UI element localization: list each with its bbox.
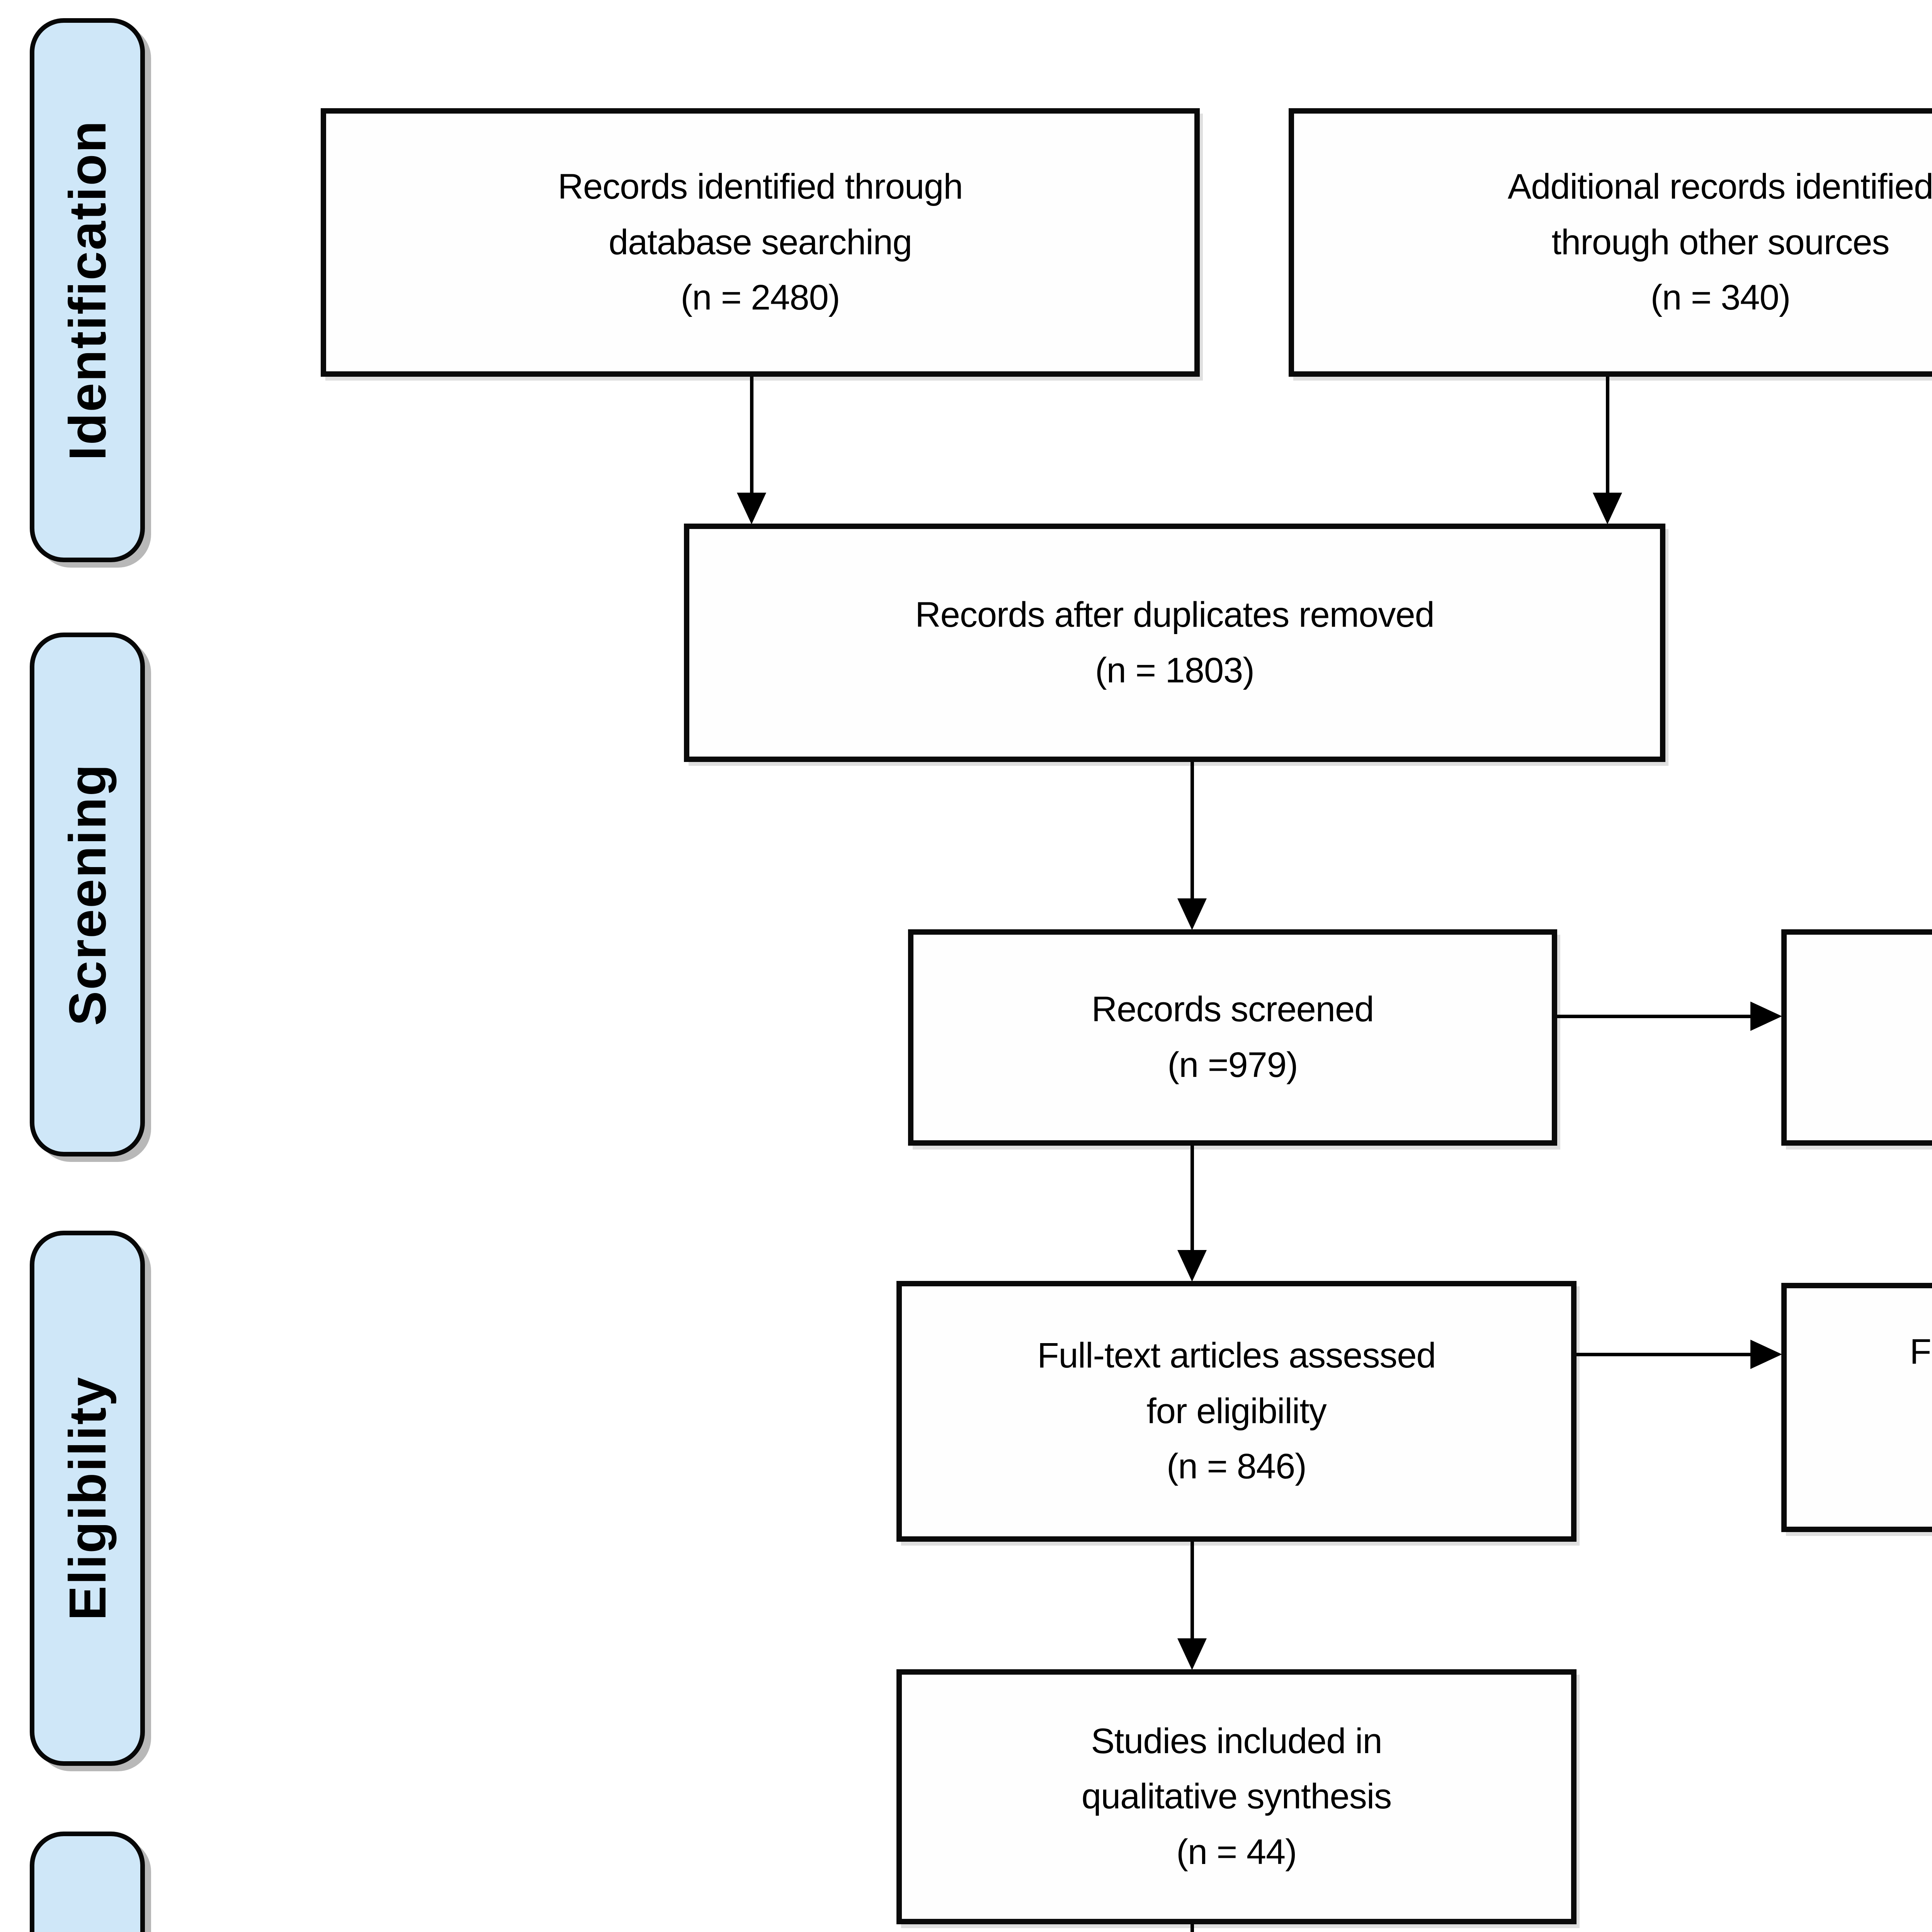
connector-qualitative-to-quantitative-line xyxy=(1190,1924,1194,1932)
stage-pill-screening: Screening xyxy=(30,633,145,1156)
box-fulltext-assessed: Full-text articles assessed for eligibil… xyxy=(896,1281,1577,1542)
box-text-line: qualitative synthesis xyxy=(1081,1777,1392,1816)
box-text-line: database searching xyxy=(608,222,912,262)
box-count: (n =979) xyxy=(1167,1045,1298,1085)
box-count: (n = 2480) xyxy=(680,278,840,318)
arrowhead-down-icon xyxy=(1177,1638,1207,1670)
arrowhead-down-icon xyxy=(1177,898,1207,930)
connector-screened-to-fulltext-line xyxy=(1190,1146,1194,1251)
stage-label-screening: Screening xyxy=(58,763,117,1026)
connector-duplicates-to-screened-line xyxy=(1190,762,1194,899)
arrowhead-down-icon xyxy=(737,493,766,524)
box-text-line: for eligibility xyxy=(1146,1391,1327,1431)
stage-pill-identification: Identification xyxy=(30,18,145,562)
box-fulltext-excluded: Full-text articles excluded, with reason… xyxy=(1781,1283,1932,1532)
connector-db-to-duplicates-line xyxy=(750,377,753,493)
arrowhead-down-icon xyxy=(1593,493,1622,524)
box-count: (n = 1803) xyxy=(1095,650,1255,690)
stage-label-eligibility: Eligibility xyxy=(58,1376,117,1621)
connector-other-to-duplicates-line xyxy=(1606,377,1609,493)
arrowhead-right-icon xyxy=(1750,1002,1782,1031)
connector-fulltext-to-ftexcluded-line xyxy=(1577,1353,1751,1356)
box-qualitative-synthesis: Studies included in qualitative synthesi… xyxy=(896,1669,1577,1924)
box-text-line: Full-text articles excluded, xyxy=(1910,1332,1932,1372)
box-count: (n = 340) xyxy=(1650,278,1791,318)
box-text-line: through other sources xyxy=(1551,222,1890,262)
arrowhead-right-icon xyxy=(1750,1340,1782,1369)
stage-pill-eligibility: Eligibility xyxy=(30,1231,145,1766)
connector-fulltext-to-qualitative-line xyxy=(1190,1542,1194,1639)
box-count: (n = 44) xyxy=(1176,1832,1297,1872)
box-text-line: Records screened xyxy=(1091,990,1374,1029)
box-text-line: Additional records identified xyxy=(1507,167,1932,207)
box-records-after-duplicates-removed: Records after duplicates removed (n = 18… xyxy=(684,524,1665,762)
box-text-line: Studies included in xyxy=(1091,1721,1382,1761)
box-records-screened: Records screened (n =979) xyxy=(908,929,1557,1146)
arrowhead-down-icon xyxy=(1177,1250,1207,1282)
stage-label-identification: Identification xyxy=(58,120,117,461)
box-additional-records-other-sources: Additional records identified through ot… xyxy=(1289,108,1932,377)
box-text-line: Records after duplicates removed xyxy=(915,595,1435,634)
box-records-identified-database: Records identified through database sear… xyxy=(321,108,1200,377)
box-text-line: Records identified through xyxy=(558,167,963,207)
box-count: (n = 846) xyxy=(1167,1447,1307,1486)
connector-screened-to-excluded-line xyxy=(1557,1015,1751,1018)
stage-pill-included: Included xyxy=(30,1832,145,1932)
box-text-line: Full-text articles assessed xyxy=(1037,1336,1436,1376)
box-records-excluded: Records excluded (n = 824) xyxy=(1781,929,1932,1146)
